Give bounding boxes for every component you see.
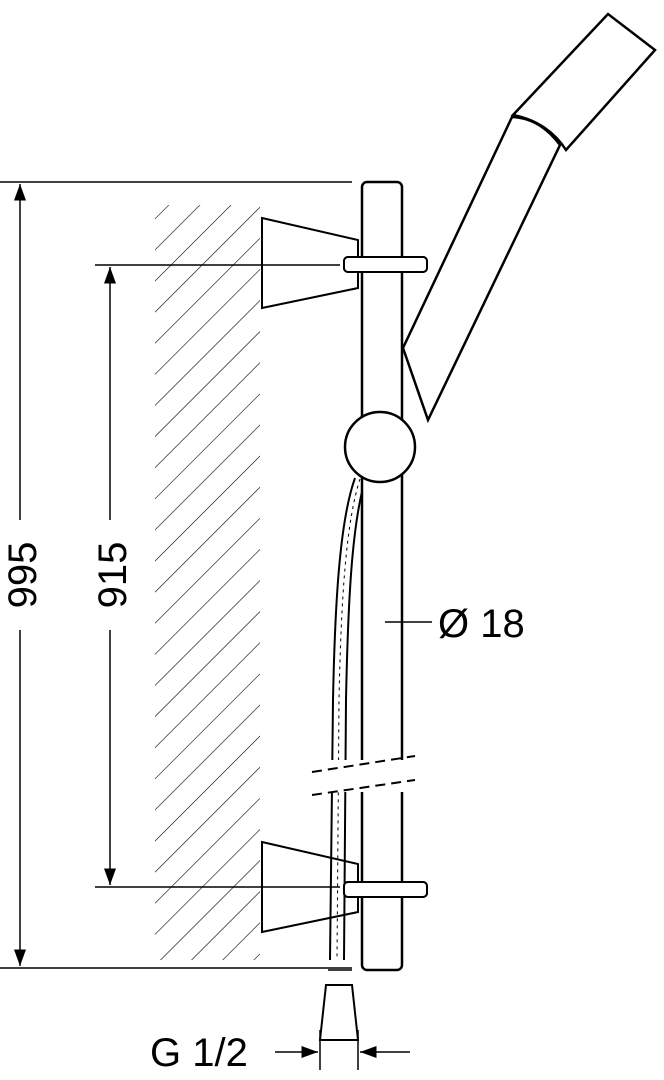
hose-connector: G 1/2 xyxy=(150,969,410,1075)
diameter-callout: Ø 18 xyxy=(385,602,525,646)
wall-hatching xyxy=(155,205,260,960)
thread-label: G 1/2 xyxy=(150,1031,248,1075)
shower-hose xyxy=(329,477,366,961)
dimension-995-label: 995 xyxy=(1,542,45,609)
dimension-bracket-spacing: 915 xyxy=(91,264,340,888)
dimension-overall: 995 xyxy=(0,181,352,969)
hand-shower xyxy=(343,12,657,484)
dimension-915-label: 915 xyxy=(91,542,135,609)
slide-rail xyxy=(300,180,428,972)
diameter-label: Ø 18 xyxy=(438,602,525,646)
